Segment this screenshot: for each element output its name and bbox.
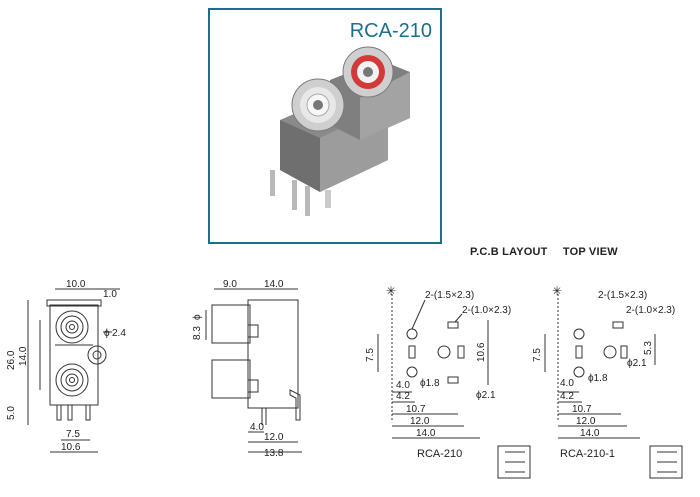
switch-schematic-left [497, 445, 531, 479]
pcb-right-slot-a: 2-(1.5×2.3) [598, 290, 647, 301]
front-dim-top-offset: 1.0 [103, 289, 117, 300]
side-dim-pin-span: 12.0 [264, 432, 284, 443]
pcb-right-d5: 14.0 [580, 428, 600, 439]
front-dim-pin-length: 5.0 [6, 406, 17, 420]
front-view-drawing [27, 288, 120, 453]
top-view-label: TOP VIEW [562, 246, 618, 258]
pcb-right-slot-b: 2-(1.0×2.3) [626, 305, 675, 316]
pcb-left-d1: 4.0 [396, 380, 410, 391]
pcb-right-d3: 10.7 [572, 404, 592, 415]
product-title: RCA-210 [349, 20, 432, 42]
pcb-left-d5: 14.0 [416, 428, 436, 439]
pcb-left-hole-big: ϕ2.1 [476, 390, 496, 401]
front-dim-phi: ϕ [104, 328, 110, 339]
side-dim-depth: 14.0 [264, 279, 284, 290]
section-heading: P.C.B LAYOUT TOP VIEW [470, 246, 630, 258]
side-dim-front: 9.0 [223, 279, 237, 290]
pcb-right-v-right: 5.3 [643, 341, 654, 355]
pcb-left-v-right: 10.6 [476, 342, 487, 362]
pcb-left-v-left: 7.5 [365, 348, 376, 362]
front-dim-height-total: 26.0 [6, 350, 17, 370]
pcb-left-d3: 10.7 [406, 404, 426, 415]
pcb-right-hole-small: ϕ1.8 [588, 373, 608, 384]
front-dim-hole-dia: 2.4 [112, 328, 126, 339]
pcb-left-slot-a: 2-(1.5×2.3) [425, 290, 474, 301]
side-dim-pin-height: 4.0 [250, 422, 264, 433]
pcb-right-d1: 4.0 [560, 378, 574, 389]
front-dim-top-width: 10.0 [66, 279, 86, 290]
front-dim-height-mid: 14.0 [18, 346, 29, 366]
pcb-right-d4: 12.0 [576, 416, 596, 427]
side-dim-total-depth: 13.8 [264, 448, 284, 459]
front-dim-bottom-width: 10.6 [61, 442, 81, 453]
pcb-left-datum-mark: ✳ [386, 284, 396, 298]
rca-jack-illustration [270, 46, 410, 216]
pcb-layout-left-drawing [377, 294, 489, 439]
pcb-left-hole-small: ϕ1.8 [420, 378, 440, 389]
pcb-left-caption: RCA-210 [417, 448, 463, 460]
pcb-left-d4: 12.0 [410, 416, 430, 427]
side-dim-phi: ϕ [192, 314, 203, 320]
pcb-left-d2: 4.2 [396, 391, 410, 402]
pcb-layout-label: P.C.B LAYOUT [470, 246, 548, 258]
product-photo-frame: RCA-210 [208, 8, 442, 244]
pcb-right-v-left: 7.5 [532, 348, 543, 362]
switch-schematic-right [649, 445, 683, 479]
pcb-left-slot-b: 2-(1.0×2.3) [462, 305, 511, 316]
pcb-right-d2: 4.2 [560, 391, 574, 402]
pcb-right-hole-big: ϕ2.1 [627, 358, 647, 369]
side-dim-jack-dia: 8.3 [192, 326, 203, 340]
side-view-drawing [205, 288, 302, 453]
pcb-layout-right-drawing [544, 294, 656, 439]
pcb-right-caption: RCA-210-1 [560, 448, 616, 460]
pcb-right-datum-mark: ✳ [552, 284, 562, 298]
front-dim-pin-pitch: 7.5 [66, 429, 80, 440]
